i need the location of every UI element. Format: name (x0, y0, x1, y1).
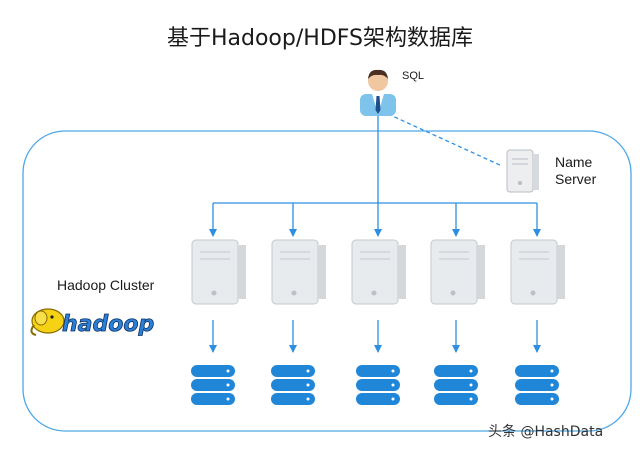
name-server-icon (506, 149, 539, 193)
user-icon (360, 69, 396, 116)
name-server-label-line2: Server (555, 171, 597, 187)
sql-client-label: SQL (402, 70, 425, 82)
node-server-1 (191, 239, 246, 305)
hadoop-cluster-boundary (22, 130, 632, 432)
name-server-label: Name Server (555, 154, 596, 188)
database-icon-2 (271, 365, 315, 405)
svg-text:hadoop: hadoop (62, 312, 154, 337)
connection-lines (209, 113, 541, 353)
database-icon-3 (356, 365, 400, 405)
watermark-text: 头条 @HashData (488, 424, 604, 440)
hadoop-elephant-logo: hadoop (30, 308, 155, 337)
database-icon-4 (434, 365, 478, 405)
database-icon-5 (515, 365, 559, 405)
node-server-3 (351, 239, 406, 305)
database-icon-1 (191, 365, 235, 405)
name-server-label-line1: Name (555, 154, 593, 170)
node-server-4 (430, 239, 485, 305)
diagram-title: 基于Hadoop/HDFS架构数据库 (166, 26, 473, 51)
node-server-5 (510, 239, 565, 305)
sql-to-name-server-line (387, 113, 503, 167)
hadoop-cluster-label: Hadoop Cluster (57, 277, 155, 293)
node-server-2 (271, 239, 326, 305)
